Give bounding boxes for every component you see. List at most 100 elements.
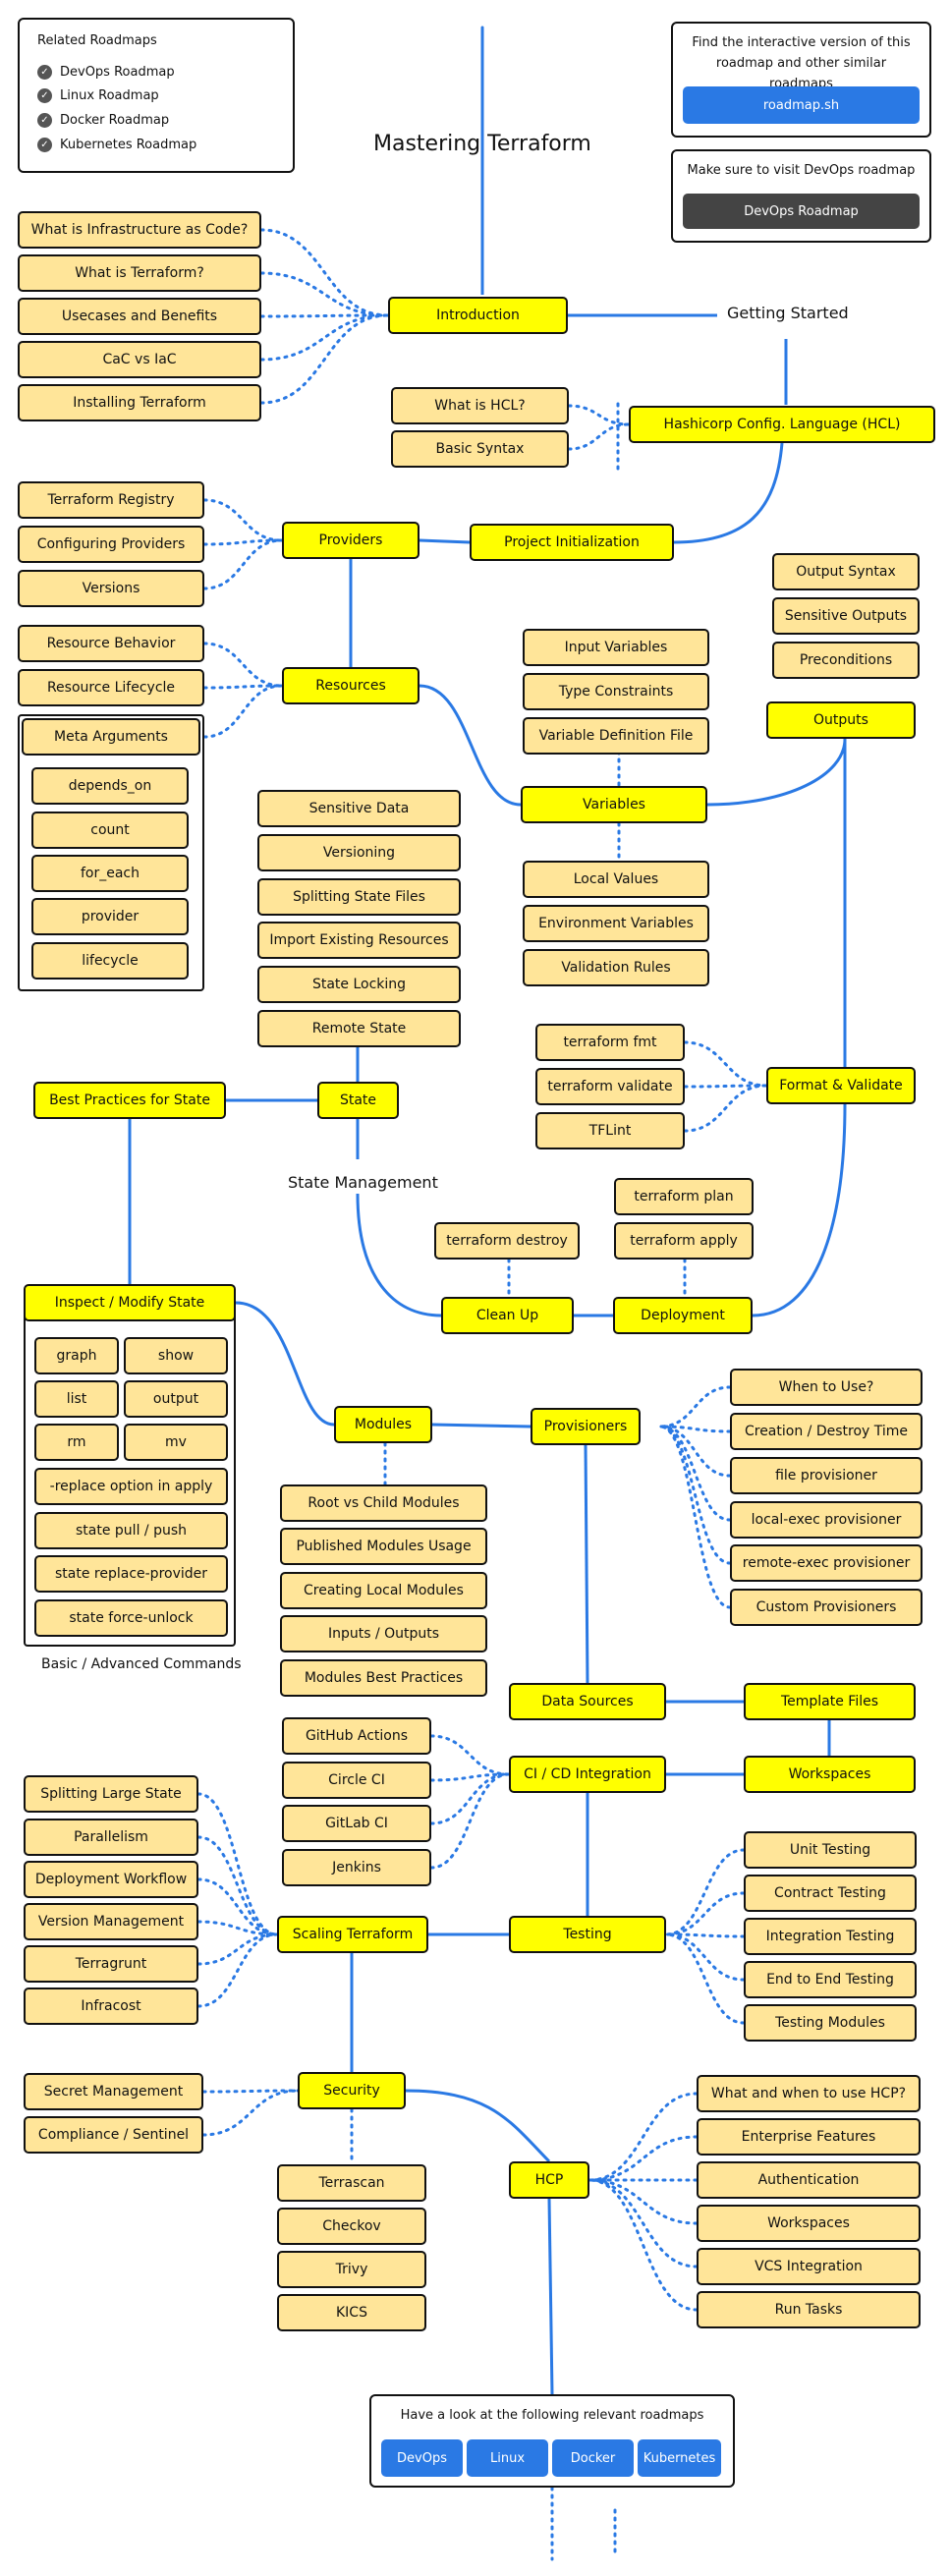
- subtopic-intro-usecases[interactable]: Usecases and Benefits: [18, 298, 261, 335]
- subtopic-secret-management[interactable]: Secret Management: [24, 2073, 203, 2110]
- topic-project-initialization[interactable]: Project Initialization: [470, 524, 674, 561]
- topic-variables[interactable]: Variables: [521, 786, 707, 823]
- subtopic-gitlab-ci[interactable]: GitLab CI: [282, 1805, 431, 1842]
- subtopic-type-constraints[interactable]: Type Constraints: [523, 673, 709, 710]
- tool-kics[interactable]: KICS: [277, 2294, 426, 2331]
- subtopic-github-actions[interactable]: GitHub Actions: [282, 1717, 431, 1755]
- meta-arg-lifecycle[interactable]: lifecycle: [31, 942, 189, 980]
- subtopic-terraform-plan[interactable]: terraform plan: [614, 1178, 754, 1215]
- subtopic-sensitive-outputs[interactable]: Sensitive Outputs: [772, 597, 920, 635]
- subtopic-testing-modules[interactable]: Testing Modules: [744, 2004, 917, 2042]
- tool-checkov[interactable]: Checkov: [277, 2208, 426, 2245]
- subtopic-circle-ci[interactable]: Circle CI: [282, 1762, 431, 1799]
- subtopic-terraform-destroy[interactable]: terraform destroy: [434, 1222, 580, 1260]
- subtopic-jenkins[interactable]: Jenkins: [282, 1849, 431, 1886]
- subtopic-run-tasks[interactable]: Run Tasks: [697, 2291, 921, 2328]
- subtopic-input-variables[interactable]: Input Variables: [523, 629, 709, 666]
- cmd-show[interactable]: show: [124, 1337, 228, 1374]
- subtopic-preconditions[interactable]: Preconditions: [772, 642, 920, 679]
- meta-arg-for-each[interactable]: for_each: [31, 855, 189, 892]
- cmd-graph[interactable]: graph: [34, 1337, 119, 1374]
- meta-arg-count[interactable]: count: [31, 812, 189, 849]
- subtopic-inputs-outputs[interactable]: Inputs / Outputs: [280, 1615, 487, 1652]
- meta-arg-provider[interactable]: provider: [31, 898, 189, 935]
- cmd-replace-option[interactable]: -replace option in apply: [34, 1468, 228, 1505]
- footer-docker-button[interactable]: Docker: [552, 2439, 634, 2477]
- topic-testing[interactable]: Testing: [509, 1916, 666, 1953]
- subtopic-when-to-use[interactable]: When to Use?: [730, 1369, 923, 1406]
- subtopic-versions[interactable]: Versions: [18, 570, 204, 607]
- subtopic-hcp-workspaces[interactable]: Workspaces: [697, 2205, 921, 2242]
- topic-template-files[interactable]: Template Files: [744, 1683, 916, 1720]
- topic-resources[interactable]: Resources: [282, 667, 420, 704]
- subtopic-variable-definition-file[interactable]: Variable Definition File: [523, 717, 709, 755]
- topic-introduction[interactable]: Introduction: [388, 297, 568, 334]
- tool-terrascan[interactable]: Terrascan: [277, 2164, 426, 2202]
- topic-ci-cd-integration[interactable]: CI / CD Integration: [509, 1756, 666, 1793]
- subtopic-terraform-apply[interactable]: terraform apply: [614, 1222, 754, 1260]
- topic-format-validate[interactable]: Format & Validate: [766, 1067, 916, 1104]
- topic-providers[interactable]: Providers: [282, 522, 420, 559]
- subtopic-basic-syntax[interactable]: Basic Syntax: [391, 430, 569, 468]
- subtopic-versioning[interactable]: Versioning: [257, 834, 461, 871]
- related-item-docker[interactable]: ✓Docker Roadmap: [37, 113, 169, 128]
- subtopic-state-locking[interactable]: State Locking: [257, 966, 461, 1003]
- subtopic-resource-lifecycle[interactable]: Resource Lifecycle: [18, 669, 204, 706]
- subtopic-local-values[interactable]: Local Values: [523, 861, 709, 898]
- subtopic-import-existing-resources[interactable]: Import Existing Resources: [257, 922, 461, 959]
- subtopic-output-syntax[interactable]: Output Syntax: [772, 553, 920, 590]
- cmd-output[interactable]: output: [124, 1380, 228, 1418]
- subtopic-creation-destroy-time[interactable]: Creation / Destroy Time: [730, 1413, 923, 1450]
- related-item-devops[interactable]: ✓DevOps Roadmap: [37, 65, 175, 80]
- topic-best-practices-state[interactable]: Best Practices for State: [33, 1082, 226, 1119]
- subtopic-intro-iac[interactable]: What is Infrastructure as Code?: [18, 211, 261, 249]
- cmd-list[interactable]: list: [34, 1380, 119, 1418]
- subtopic-local-exec-provisioner[interactable]: local-exec provisioner: [730, 1501, 923, 1539]
- subtopic-end-to-end-testing[interactable]: End to End Testing: [744, 1961, 917, 1998]
- subtopic-environment-variables[interactable]: Environment Variables: [523, 905, 709, 942]
- subtopic-version-management[interactable]: Version Management: [24, 1903, 198, 1940]
- subtopic-what-and-when-hcp[interactable]: What and when to use HCP?: [697, 2075, 921, 2112]
- subtopic-enterprise-features[interactable]: Enterprise Features: [697, 2118, 921, 2156]
- topic-scaling-terraform[interactable]: Scaling Terraform: [277, 1916, 428, 1953]
- subtopic-root-vs-child-modules[interactable]: Root vs Child Modules: [280, 1484, 487, 1522]
- subtopic-parallelism[interactable]: Parallelism: [24, 1819, 198, 1856]
- topic-security[interactable]: Security: [298, 2072, 406, 2109]
- cmd-state-pull-push[interactable]: state pull / push: [34, 1512, 228, 1549]
- subtopic-terragrunt[interactable]: Terragrunt: [24, 1945, 198, 1983]
- meta-arg-depends-on[interactable]: depends_on: [31, 767, 189, 805]
- subtopic-file-provisioner[interactable]: file provisioner: [730, 1457, 923, 1494]
- topic-provisioners[interactable]: Provisioners: [531, 1408, 641, 1445]
- subtopic-resource-behavior[interactable]: Resource Behavior: [18, 625, 204, 662]
- subtopic-infracost[interactable]: Infracost: [24, 1988, 198, 2025]
- related-item-kubernetes[interactable]: ✓Kubernetes Roadmap: [37, 138, 196, 152]
- topic-state[interactable]: State: [317, 1082, 399, 1119]
- subtopic-compliance-sentinel[interactable]: Compliance / Sentinel: [24, 2116, 203, 2154]
- related-item-linux[interactable]: ✓Linux Roadmap: [37, 88, 159, 103]
- cmd-mv[interactable]: mv: [124, 1424, 228, 1461]
- footer-devops-button[interactable]: DevOps: [381, 2439, 463, 2477]
- subtopic-splitting-state-files[interactable]: Splitting State Files: [257, 878, 461, 916]
- footer-linux-button[interactable]: Linux: [467, 2439, 548, 2477]
- cmd-rm[interactable]: rm: [34, 1424, 119, 1461]
- subtopic-terraform-validate[interactable]: terraform validate: [535, 1068, 685, 1105]
- subtopic-splitting-large-state[interactable]: Splitting Large State: [24, 1775, 198, 1813]
- topic-hcl[interactable]: Hashicorp Config. Language (HCL): [629, 406, 935, 443]
- subtopic-authentication[interactable]: Authentication: [697, 2161, 921, 2199]
- subtopic-unit-testing[interactable]: Unit Testing: [744, 1831, 917, 1869]
- topic-modules[interactable]: Modules: [334, 1406, 432, 1443]
- subtopic-intro-cac-vs-iac[interactable]: CaC vs IaC: [18, 341, 261, 378]
- subtopic-remote-exec-provisioner[interactable]: remote-exec provisioner: [730, 1544, 923, 1582]
- subtopic-integration-testing[interactable]: Integration Testing: [744, 1918, 917, 1955]
- subtopic-terraform-registry[interactable]: Terraform Registry: [18, 481, 204, 519]
- subtopic-intro-installing[interactable]: Installing Terraform: [18, 384, 261, 421]
- subtopic-remote-state[interactable]: Remote State: [257, 1010, 461, 1047]
- topic-data-sources[interactable]: Data Sources: [509, 1683, 666, 1720]
- subtopic-validation-rules[interactable]: Validation Rules: [523, 949, 709, 986]
- devops-roadmap-button[interactable]: DevOps Roadmap: [683, 194, 920, 229]
- subtopic-intro-what-is-terraform[interactable]: What is Terraform?: [18, 254, 261, 292]
- subtopic-tflint[interactable]: TFLint: [535, 1112, 685, 1149]
- topic-outputs[interactable]: Outputs: [766, 701, 916, 739]
- subtopic-terraform-fmt[interactable]: terraform fmt: [535, 1024, 685, 1061]
- cmd-state-force-unlock[interactable]: state force-unlock: [34, 1599, 228, 1637]
